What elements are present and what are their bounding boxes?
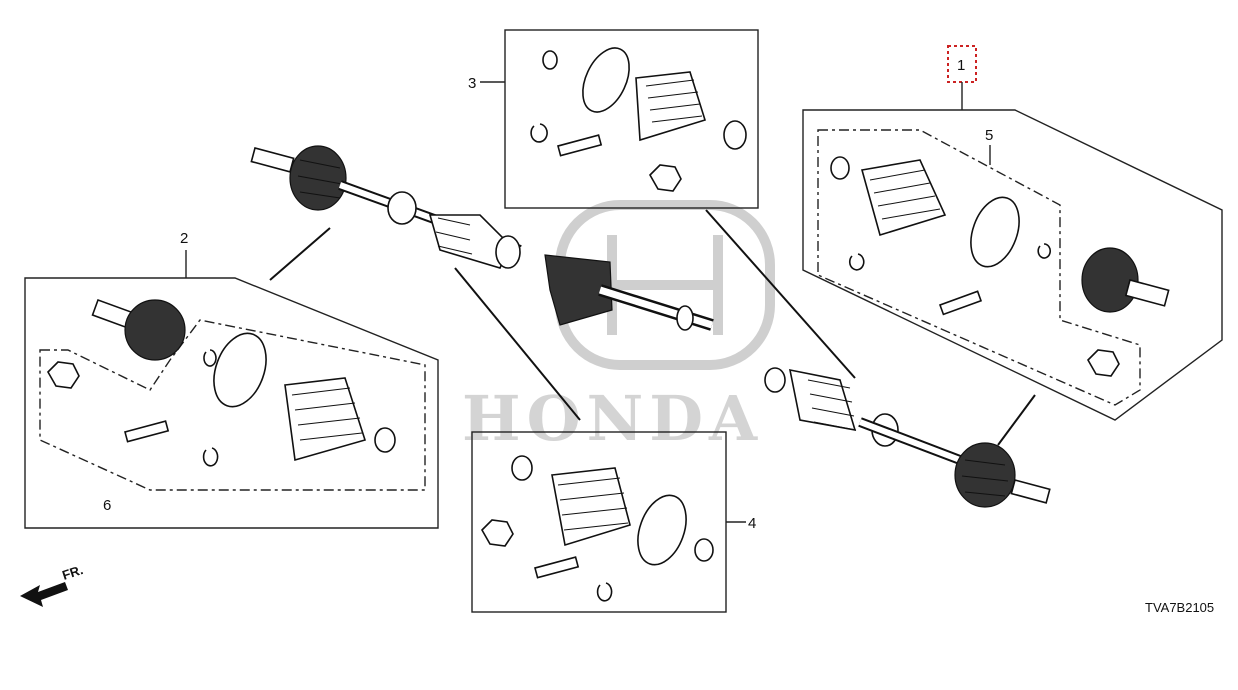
group-1-box: 5 xyxy=(802,109,1223,421)
clamp-band-icon xyxy=(582,47,630,113)
ring-icon xyxy=(511,455,533,481)
clamp-band-icon xyxy=(213,332,267,408)
left-driveshaft xyxy=(250,145,522,269)
bearing-icon xyxy=(723,120,747,150)
leader-lines xyxy=(269,209,1036,446)
outer-joint-icon xyxy=(1081,247,1170,313)
diagram-code: TVA7B2105 xyxy=(1145,600,1214,615)
honda-watermark: HONDA xyxy=(462,200,775,455)
group-3-box: 3 xyxy=(468,29,759,209)
clamp-band-icon xyxy=(637,494,687,566)
intermediate-shaft xyxy=(544,254,714,331)
group-2-box: 2 6 xyxy=(24,230,439,529)
clip-icon xyxy=(534,556,580,579)
nut-icon xyxy=(649,164,682,192)
front-indicator: FR. xyxy=(20,562,85,607)
front-arrow-icon xyxy=(20,582,68,607)
group-4-box: 4 xyxy=(471,431,756,613)
boot-icon xyxy=(551,467,631,547)
circlip-icon xyxy=(530,123,548,143)
front-label: FR. xyxy=(60,562,85,583)
clamp-band-icon xyxy=(970,196,1020,268)
callout-4: 4 xyxy=(748,515,756,532)
ring-icon xyxy=(830,156,850,180)
bearing-icon xyxy=(694,538,714,562)
circlip-icon xyxy=(848,253,865,271)
circlip-icon xyxy=(596,582,613,602)
callout-6: 6 xyxy=(103,497,111,514)
callout-1-group[interactable]: 1 xyxy=(947,45,977,110)
boot-icon xyxy=(860,159,947,237)
boot-icon xyxy=(635,71,707,142)
callout-3: 3 xyxy=(468,75,476,92)
clip-icon xyxy=(938,290,983,316)
callout-1: 1 xyxy=(957,57,965,74)
bearing-icon xyxy=(374,427,396,453)
nut-icon xyxy=(47,361,80,389)
clip-icon xyxy=(124,420,170,443)
circlip-icon xyxy=(1037,243,1051,259)
callout-2: 2 xyxy=(180,230,188,247)
callout-5: 5 xyxy=(985,127,993,144)
nut-icon xyxy=(1087,349,1120,377)
boot-icon xyxy=(284,377,367,462)
clip-icon xyxy=(557,134,603,157)
nut-icon xyxy=(481,519,514,547)
circlip-icon xyxy=(203,349,217,367)
right-driveshaft xyxy=(764,367,1051,508)
circlip-icon xyxy=(202,447,219,467)
watermark-brand: HONDA xyxy=(462,382,763,455)
ring-icon xyxy=(542,50,558,70)
outer-joint-icon xyxy=(91,298,186,361)
